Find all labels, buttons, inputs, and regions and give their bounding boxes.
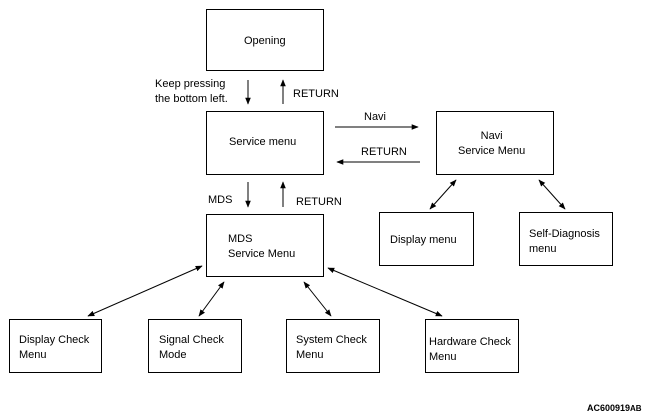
node-opening: Opening [206, 9, 324, 71]
node-navi-service-menu-label: Navi Service Menu [458, 130, 526, 157]
arrow-navi-display-menu [429, 179, 457, 210]
arrow-mds-system-check [303, 281, 332, 317]
node-service-menu: Service menu [206, 111, 324, 175]
arrow-mds-hardware-check [327, 267, 443, 317]
figure-code-main: AC600919 [587, 403, 631, 413]
label-navi: Navi [364, 111, 387, 123]
figure-code-suffix: AB [630, 404, 642, 413]
arrow-mds-signal-check [198, 281, 225, 317]
node-self-diagnosis-menu: Self-Diagnosis menu [519, 212, 613, 266]
node-opening-label: Opening [244, 35, 286, 47]
label-return-opening: RETURN [293, 88, 339, 100]
node-display-menu-label: Display menu [390, 234, 457, 246]
node-system-check-menu: System Check Menu [286, 319, 380, 373]
node-navi-service-menu: Navi Service Menu [436, 111, 554, 175]
node-service-menu-label: Service menu [229, 136, 297, 148]
node-self-diagnosis-menu-label: Self-Diagnosis menu [529, 228, 600, 255]
node-signal-check-mode: Signal Check Mode [148, 319, 242, 373]
label-mds: MDS [208, 194, 233, 206]
node-display-check-menu-label: Display Check Menu [19, 334, 90, 361]
arrow-mds-display-check [87, 265, 203, 317]
node-mds-service-menu-label: MDS Service Menu [228, 233, 296, 260]
node-display-check-menu: Display Check Menu [9, 319, 102, 373]
node-signal-check-mode-label: Signal Check Mode [159, 334, 224, 361]
label-keep-pressing: Keep pressing the bottom left. [155, 78, 228, 105]
node-display-menu: Display menu [379, 212, 474, 266]
node-hardware-check-menu: Hardware Check Menu [425, 319, 519, 373]
label-return-mds: RETURN [296, 196, 342, 208]
arrow-navi-self-diagnosis [538, 179, 566, 210]
figure-code: AC600919AB [587, 403, 642, 413]
node-mds-service-menu: MDS Service Menu [206, 214, 324, 277]
label-return-navi: RETURN [361, 146, 407, 158]
node-system-check-menu-label: System Check Menu [296, 334, 367, 361]
node-hardware-check-menu-label: Hardware Check Menu [429, 336, 511, 363]
